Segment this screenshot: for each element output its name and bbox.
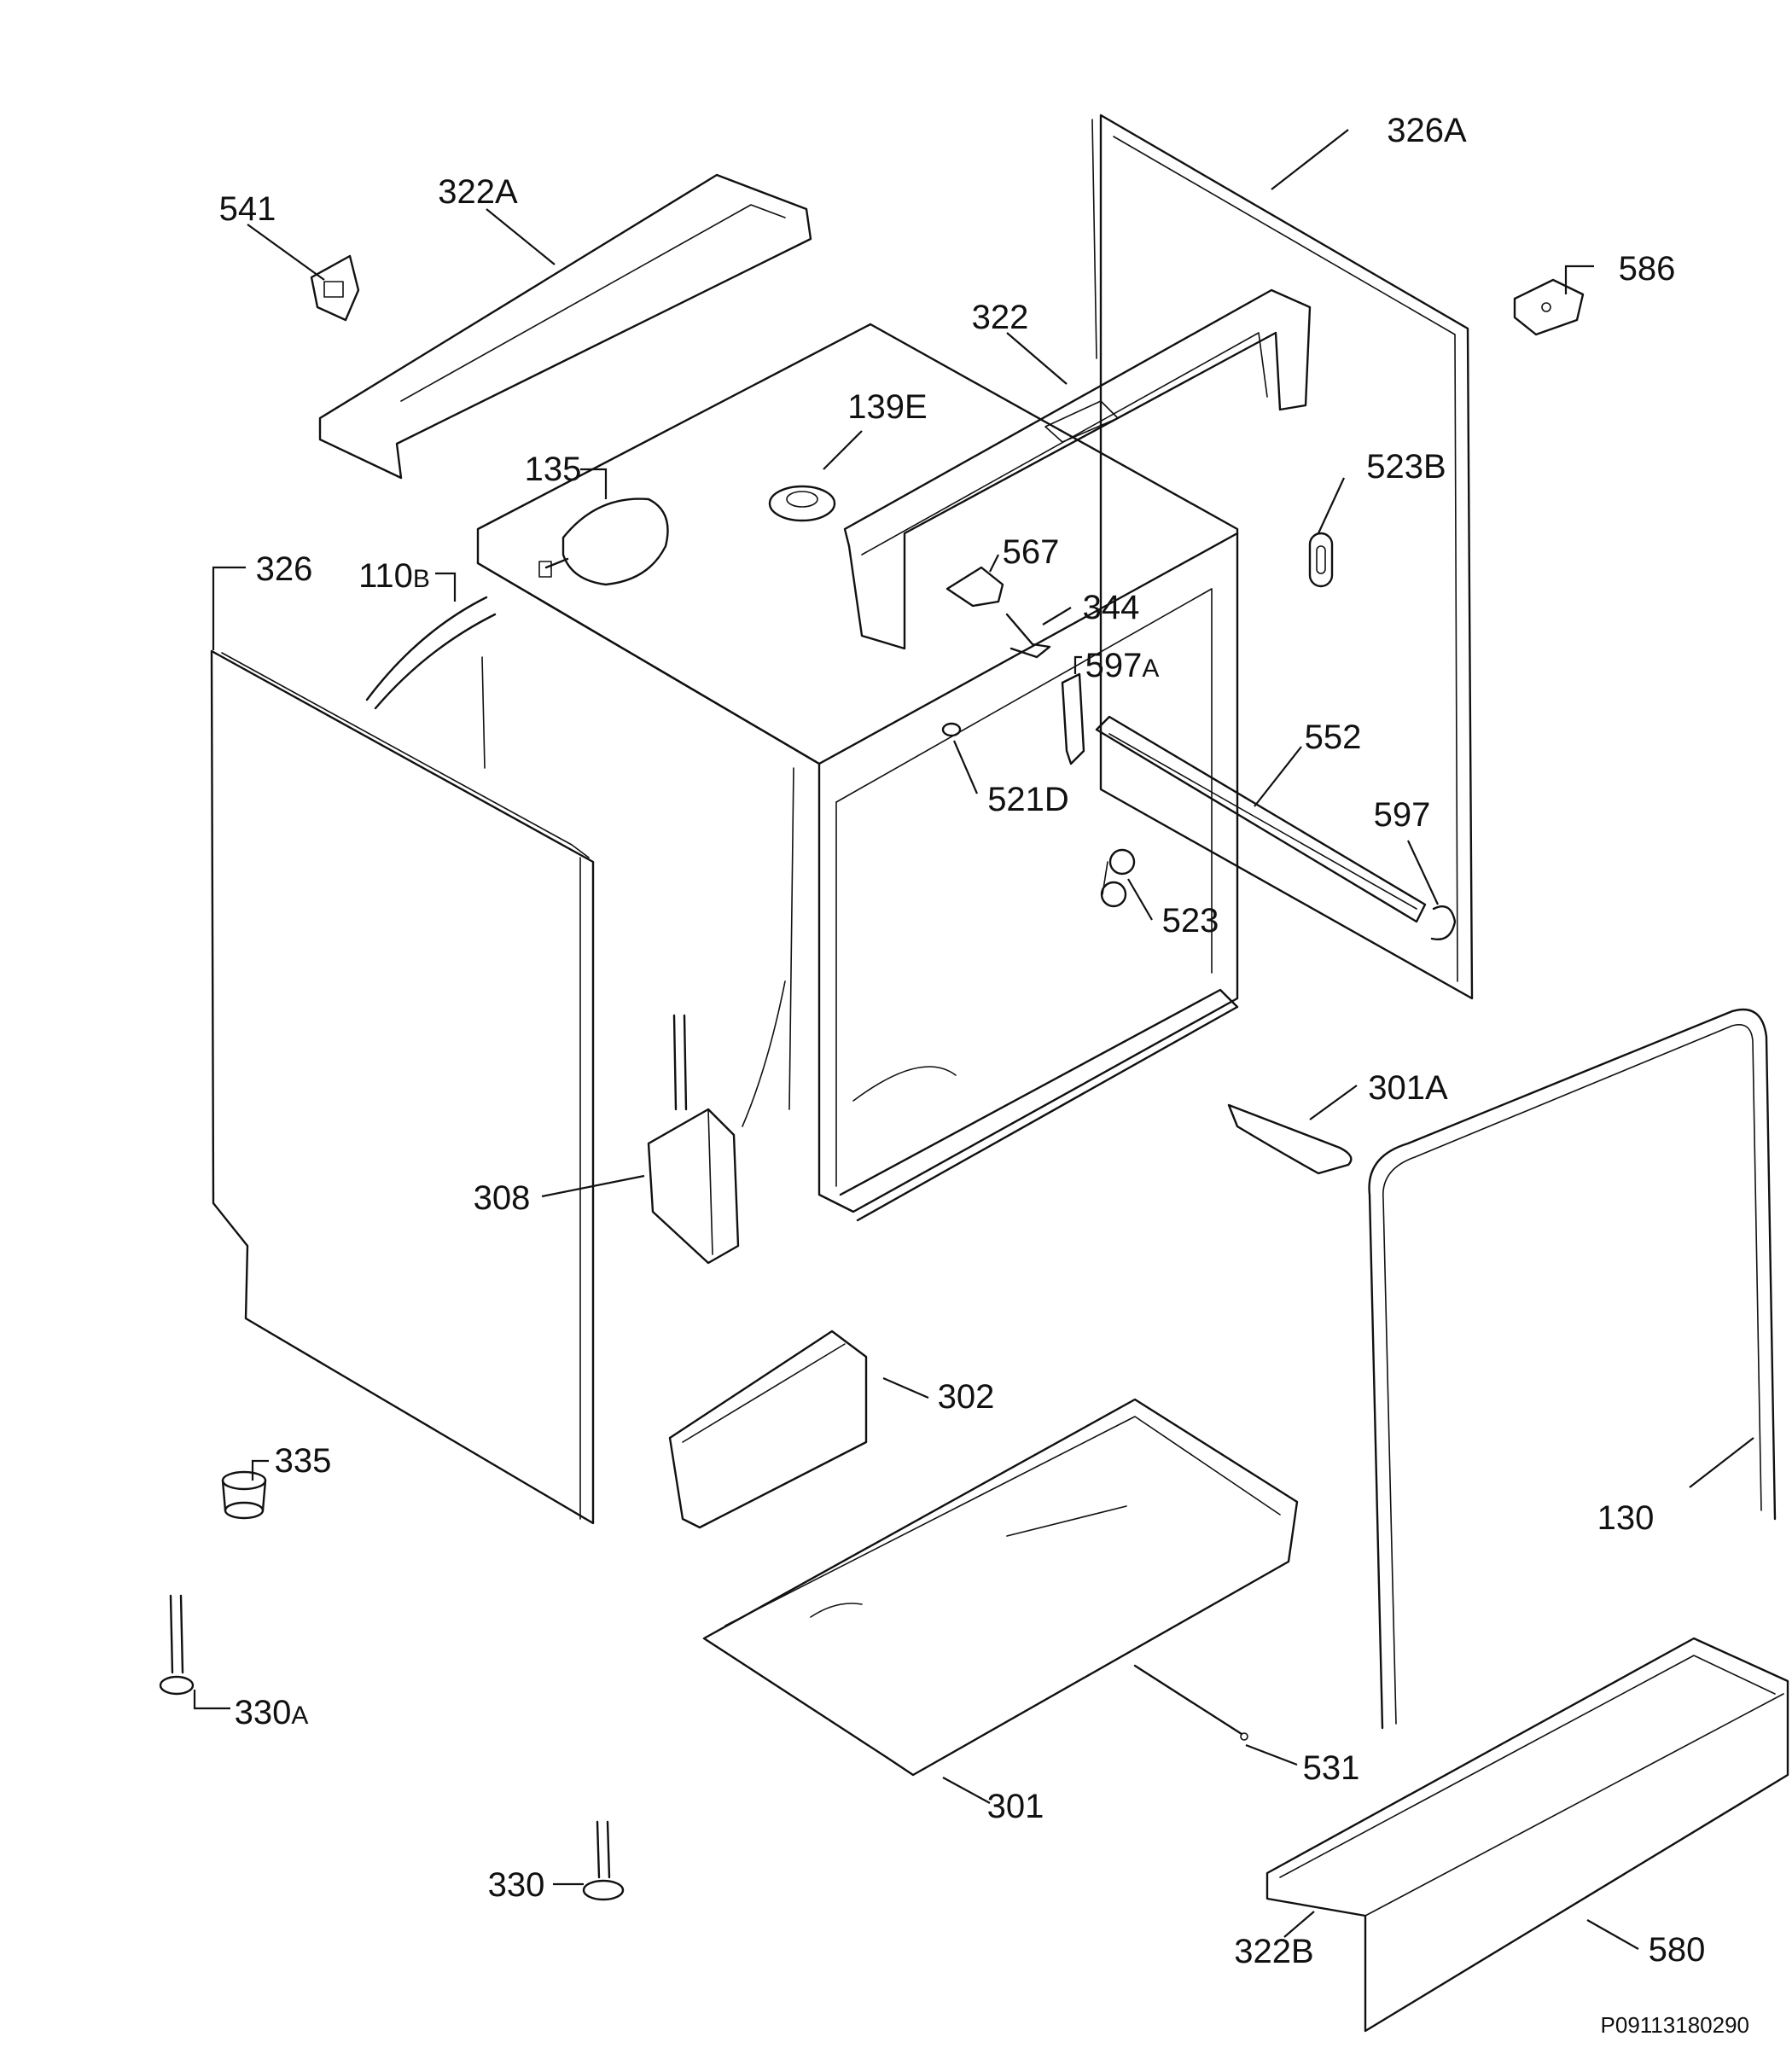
- part-322b-580-kickplate: [1265, 1637, 1789, 2033]
- part-597-clip: [1430, 905, 1457, 940]
- part-130-seal: [1368, 1008, 1777, 1730]
- callout-335: 335: [275, 1442, 332, 1480]
- part-552-rail: [1095, 715, 1427, 923]
- callout-531: 531: [1303, 1749, 1360, 1787]
- part-523-wheels: [1100, 848, 1136, 908]
- part-567-clip: [945, 566, 1004, 608]
- callout-523: 523: [1162, 902, 1219, 940]
- callout-135: 135: [525, 451, 582, 488]
- callout-344: 344: [1083, 589, 1140, 626]
- part-110b-hose: [365, 596, 497, 769]
- callout-322b: 322B: [1234, 1933, 1313, 1970]
- callout-523b: 523B: [1366, 448, 1446, 486]
- part-308-hinge: [647, 1014, 740, 1265]
- part-301-base: [702, 1398, 1299, 1777]
- callout-labels: 541 322A 322 326A 586 139E 135 523B 567 …: [219, 112, 1706, 1970]
- part-586-bracket: [1513, 278, 1585, 336]
- part-521d-plug: [941, 722, 962, 737]
- part-335-nut: [221, 1470, 267, 1520]
- drawing-code: P09113180290: [1601, 2012, 1749, 2038]
- callout-586: 586: [1619, 250, 1676, 288]
- leader-lines: [193, 129, 1754, 1950]
- callout-326: 326: [256, 550, 313, 588]
- part-597a-clip: [1061, 672, 1085, 765]
- callout-301: 301: [987, 1788, 1044, 1825]
- part-302-bracket: [668, 1329, 868, 1529]
- part-139e-nut: [768, 485, 836, 522]
- callout-308: 308: [474, 1179, 531, 1217]
- callout-597a: 597A: [1085, 647, 1160, 684]
- callout-330a: 330A: [235, 1694, 309, 1731]
- callout-597: 597: [1374, 796, 1431, 834]
- part-330-screw: [582, 1820, 625, 1901]
- callout-130: 130: [1597, 1499, 1655, 1537]
- part-326a-rear-panel: [1091, 113, 1474, 1000]
- callout-322: 322: [972, 299, 1029, 336]
- part-322-top-frame: [843, 288, 1312, 650]
- part-tub: [476, 323, 1239, 1222]
- callout-301a: 301A: [1368, 1069, 1448, 1107]
- callout-139e: 139E: [847, 388, 927, 426]
- callout-567: 567: [1003, 533, 1060, 571]
- callout-326a: 326A: [1387, 112, 1467, 149]
- part-330a-screw: [159, 1594, 195, 1696]
- part-301a-handle: [1227, 1103, 1353, 1175]
- callout-302: 302: [938, 1378, 995, 1416]
- callout-521d: 521D: [987, 781, 1069, 818]
- part-322a-top-trim: [318, 173, 812, 480]
- part-531-rod: [1133, 1664, 1248, 1741]
- callout-541: 541: [219, 190, 276, 228]
- part-523b-seal: [1308, 532, 1334, 588]
- callout-552: 552: [1305, 719, 1362, 756]
- part-135-dispenser: [538, 497, 669, 586]
- part-344-spring: [1005, 613, 1051, 659]
- part-541-clip: [310, 254, 360, 322]
- callout-330: 330: [488, 1866, 545, 1904]
- part-326-side-panel: [210, 649, 595, 1525]
- callout-580: 580: [1649, 1931, 1706, 1969]
- callout-322a: 322A: [438, 173, 518, 211]
- callout-110b: 110B: [358, 557, 430, 595]
